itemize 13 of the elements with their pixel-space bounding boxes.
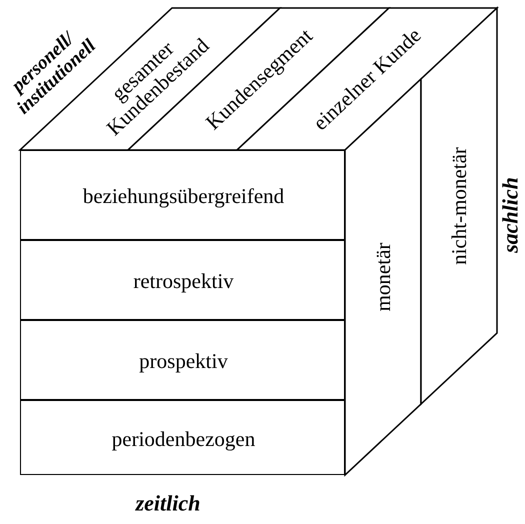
front-face-row — [20, 400, 345, 475]
segment-label: periodenbezogen — [112, 427, 256, 450]
segment-label: monetär — [372, 242, 394, 314]
segment-label: nicht-monetär — [448, 146, 470, 267]
segment-label: beziehungsübergreifend — [82, 184, 284, 208]
front-face-row — [20, 320, 345, 400]
front-face-row — [20, 150, 345, 240]
side-face-segment — [421, 8, 497, 404]
axis-label: sachlich — [498, 176, 522, 255]
front-face-row — [20, 240, 345, 320]
segment-label: prospektiv — [139, 350, 228, 372]
axis-label: zeitlich — [134, 491, 202, 515]
segment-label: retrospektiv — [133, 270, 234, 292]
